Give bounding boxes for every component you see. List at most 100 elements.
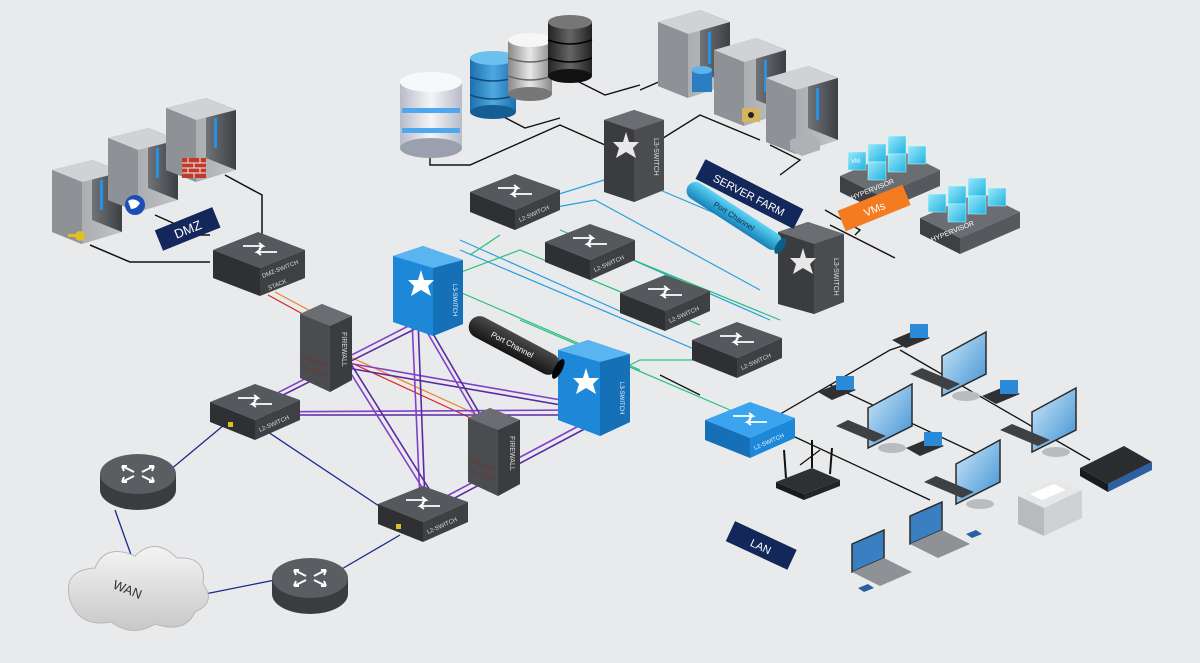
server-dmz-3[interactable] xyxy=(166,98,236,182)
server-cable xyxy=(824,209,862,236)
l3-switch-icon xyxy=(408,270,434,296)
laptop-1[interactable] xyxy=(851,528,912,592)
l2-switch-core-3[interactable]: L2-SWITCH xyxy=(620,275,710,331)
mini-database-icon xyxy=(692,66,712,92)
dmz-cable xyxy=(224,174,263,240)
database-silver[interactable] xyxy=(507,33,553,101)
mini-server-box-icon xyxy=(790,134,820,156)
server-dmz-2[interactable] xyxy=(108,128,178,212)
switch-arrows-icon xyxy=(238,394,272,408)
brick-wall-icon xyxy=(182,158,206,178)
firewall-bricks-icon xyxy=(301,354,329,377)
cable-fw-l3 xyxy=(347,355,481,417)
globe-icon xyxy=(125,195,145,215)
cable-cyan xyxy=(459,239,641,321)
switch-arrows-icon xyxy=(733,412,767,426)
lan-label: LAN xyxy=(725,521,797,570)
l3-switch-icon xyxy=(790,248,816,274)
switch-arrows-icon xyxy=(648,285,682,299)
server-dmz-1[interactable] xyxy=(52,160,122,244)
cable-purple xyxy=(417,319,426,503)
cable-purple xyxy=(244,409,581,413)
vms-label: VMs xyxy=(837,184,911,232)
switch-arrows-icon xyxy=(406,496,440,510)
key-icon xyxy=(68,231,85,241)
vm-label: VM xyxy=(851,159,860,165)
lan-cable xyxy=(899,349,1091,461)
firewall-bricks-icon xyxy=(469,458,497,481)
l3-switch-label: L3-SWITCH xyxy=(451,284,457,316)
l2-switch-edge-bottom[interactable]: L2-SWITCH xyxy=(378,486,468,542)
phone-icon xyxy=(858,584,874,592)
l3-switch-label: L3-SWITCH xyxy=(832,258,839,296)
server-cable xyxy=(769,144,802,176)
l2-switch-core-2[interactable]: L2-SWITCH xyxy=(545,224,635,280)
port-led-icon xyxy=(228,422,233,427)
firewall-top[interactable]: FIREWALL xyxy=(300,304,352,392)
switch-arrows-icon xyxy=(720,332,754,346)
switch-arrows-icon xyxy=(243,242,277,256)
l3-switch-mid-left[interactable]: L3-SWITCH xyxy=(393,246,463,336)
cable-purple xyxy=(329,359,591,406)
keyboard-icon xyxy=(836,420,886,442)
switch-arrows-icon xyxy=(573,234,607,248)
keyboard-icon xyxy=(1000,424,1050,446)
server-farm-1[interactable] xyxy=(658,10,730,98)
firewall-bottom[interactable]: FIREWALL xyxy=(468,408,520,496)
phone-icon xyxy=(966,530,982,538)
l3-switch-icon xyxy=(613,132,639,158)
switch-arrows-icon xyxy=(498,184,532,198)
lan-cable xyxy=(799,449,821,466)
l3-switch-icon xyxy=(573,368,599,394)
port-led-icon xyxy=(396,524,401,529)
cable-navy xyxy=(339,534,401,571)
cable-navy xyxy=(199,579,276,596)
keyboard-icon xyxy=(910,368,960,390)
workstation-2[interactable] xyxy=(818,376,913,453)
scanner[interactable] xyxy=(1080,446,1152,492)
l2-switch-core-4[interactable]: L2-SWITCH xyxy=(692,322,782,378)
firewall-label: FIREWALL xyxy=(340,332,347,367)
vm-cubes xyxy=(927,177,1007,223)
router-top[interactable] xyxy=(100,454,176,510)
dmz-switch-stack[interactable]: DMZ-SWITCH STACK xyxy=(213,232,305,296)
lan-switch[interactable]: L2-SWITCH xyxy=(705,402,795,458)
vm-cubes: VM xyxy=(847,135,927,181)
server-cable xyxy=(574,79,641,96)
database-black[interactable] xyxy=(547,15,593,83)
l3-switch-mid-right[interactable]: L3-SWITCH xyxy=(558,340,630,436)
cable-green xyxy=(469,234,501,256)
cable-cyan xyxy=(459,249,721,361)
cable-purple xyxy=(335,339,437,501)
l3-switch-label: L3-SWITCH xyxy=(652,138,659,176)
router-arrows-icon xyxy=(293,569,327,587)
port-channel-mid: Port Channel xyxy=(468,316,565,379)
lan-cable xyxy=(659,374,701,396)
l3-switch-top-left[interactable]: L3-SWITCH xyxy=(604,110,664,202)
database-white[interactable] xyxy=(400,72,462,158)
dmz-cable xyxy=(89,244,210,263)
lan-cable xyxy=(779,429,931,501)
server-farm-servers xyxy=(658,10,838,156)
workstation-4[interactable] xyxy=(906,432,1001,509)
workstation-3[interactable] xyxy=(982,380,1077,457)
cable-purple xyxy=(411,319,421,501)
wan-cloud[interactable]: WAN xyxy=(68,546,209,631)
l3-switch-top-right[interactable]: L3-SWITCH xyxy=(778,222,844,314)
router-bottom[interactable] xyxy=(272,558,348,614)
router-arrows-icon xyxy=(121,465,155,483)
server-cable xyxy=(829,224,896,259)
l2-switch-core-1[interactable]: L2-SWITCH xyxy=(470,174,560,230)
workstation-1[interactable] xyxy=(892,324,987,401)
server-farm-storage xyxy=(400,15,593,158)
lock-icon xyxy=(742,108,760,122)
laptop-2[interactable] xyxy=(909,500,982,558)
wifi-router[interactable] xyxy=(776,440,840,500)
server-farm-3[interactable] xyxy=(766,66,838,154)
cable-navy xyxy=(169,419,231,471)
firewall-label: FIREWALL xyxy=(508,436,515,471)
hypervisor-2[interactable]: HYPERVISOR xyxy=(920,177,1020,254)
printer[interactable] xyxy=(1018,478,1082,536)
dmz-label: DMZ xyxy=(154,207,221,251)
